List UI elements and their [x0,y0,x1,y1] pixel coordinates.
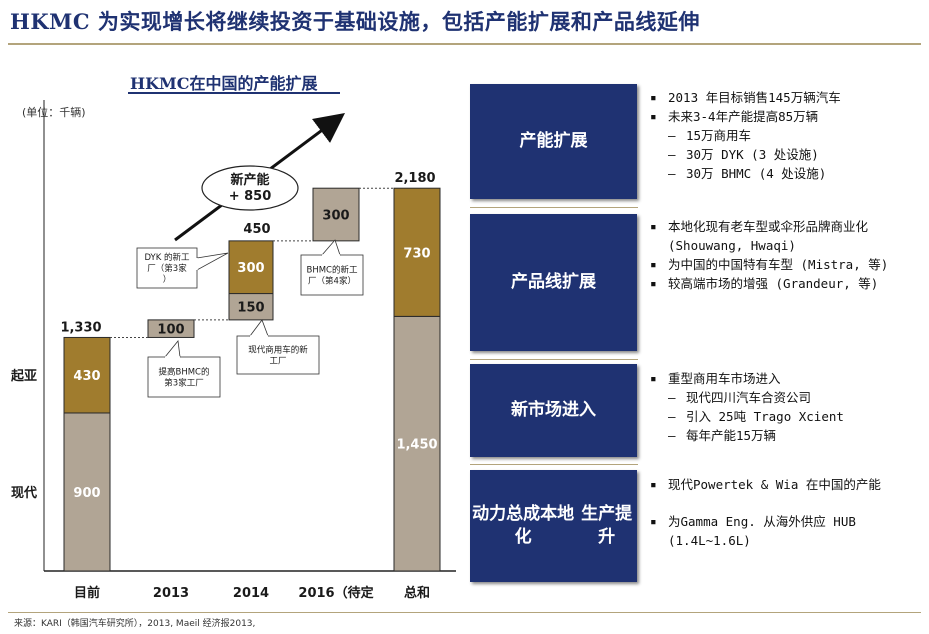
bullet-item: 2013 年目标销售145万辆汽车 [648,88,926,107]
strategy-bullets-2: 重型商用车市场进入现代四川汽车合资公司引入 25吨 Trago Xcient每年… [648,369,926,445]
x-tick-1: 2013 [153,586,189,601]
callout-pointer-3 [321,239,341,256]
new-capacity-bubble [201,165,299,211]
strategy-box-2: 新市场进入 [470,364,637,457]
callout-box-1 [136,247,198,289]
unit-label: (单位：千辆) [22,106,86,119]
bar-total-0 [393,315,441,572]
chart-title: HKMC在中国的产能扩展 [130,74,318,93]
callout-line-2-1: 工厂 [269,357,286,367]
strategy-box-3: 动力总成本地化生产提升 [470,470,637,582]
strategy-label: 新市场进入 [511,400,596,421]
bar-label-current-1: 430 [73,369,100,384]
increment-label-0: 100 [157,323,184,338]
strategy-label: 动力总成本地化 [472,504,575,547]
increment-label-1: 150 [237,301,264,316]
bar-total-1 [393,187,441,317]
capacity-waterfall-chart: 900 现代 430 起亚 1,330 100 150 300 300 450 1,450 730 2,… [10,100,456,601]
increment-bar-3 [312,187,360,242]
x-tick-4: 总和 [404,585,430,601]
total-label-current: 1,330 [60,320,101,335]
callout-box-0 [147,356,221,398]
sub-bullet-item: 每年产能15万辆 [648,426,926,445]
strategy-label: 生产提升 [581,504,633,547]
new-capacity-label: 新产能 [230,172,269,188]
chart-title-underline [128,92,340,94]
callout-line-0-0: 提高BHMC的 [159,367,210,378]
series-label-1: 起亚 [10,368,37,384]
source-note: 来源：KARI（韩国汽车研究所），2013, Maeil 经济报2013, [14,619,256,629]
strategy-bullets-3: 现代Powertek & Wia 在中国的产能为Gamma Eng. 从海外供应… [648,475,926,550]
increment-bar-0 [147,319,195,338]
strategy-divider-1 [470,359,638,360]
strategy-box-1: 产品线扩展 [470,214,637,351]
bar-current-1 [63,336,111,414]
bullet-item: 重型商用车市场进入 [648,369,926,388]
bullet-item: 未来3-4年产能提高85万辆 [648,107,926,126]
sub-bullet-item: 30万 BHMC (4 处设施) [648,164,926,183]
strategy-bullets-0: 2013 年目标销售145万辆汽车未来3-4年产能提高85万辆15万商用车30万… [648,88,926,183]
total-label-2014: 450 [243,222,270,237]
page-title: HKMC 为实现增长将继续投资于基础设施，包括产能扩展和产品线延伸 [10,9,700,34]
increment-label-3: 300 [322,209,349,224]
bullet-item: 为中国的中国特有车型 (Mistra, 等) [648,255,926,274]
title-divider [8,43,921,45]
callout-pointer-1 [196,252,229,271]
strategy-divider-2 [470,464,638,465]
bullet-item: 本地化现有老车型或伞形品牌商业化 (Shouwang, Hwaqi) [648,217,926,255]
callout-line-3-0: BHMC的新工 [307,265,358,276]
sub-bullet-item: 30万 DYK (3 处设施) [648,145,926,164]
sub-bullet-item: 现代四川汽车合资公司 [648,388,926,407]
bullet-item: 较高端市场的增强 (Grandeur, 等) [648,274,926,293]
new-capacity-value: + 850 [229,189,272,204]
series-label-0: 现代 [11,485,37,501]
sub-bullet-item: 15万商用车 [648,126,926,145]
callout-line-1-2: ） [163,274,172,285]
callout-line-0-1: 第3家工厂 [164,378,203,389]
x-tick-0: 目前 [74,585,100,601]
callout-line-2-0: 现代商用车的新 [248,345,308,356]
x-tick-3: 2016（待定 [298,585,373,601]
bar-label-total-1: 730 [403,246,430,261]
callout-box-3 [300,254,364,296]
total-label-overall: 2,180 [394,171,435,186]
bar-label-current-0: 900 [73,486,100,501]
strategy-box-0: 产能扩展 [470,84,637,199]
strategy-label: 产能扩展 [519,131,588,152]
x-tick-2: 2014 [233,586,269,601]
callout-pointer-0 [164,340,181,358]
bullet-item: 为Gamma Eng. 从海外供应 HUB (1.4L~1.6L) [648,512,926,550]
callout-box-2 [236,335,320,375]
bar-label-total-0: 1,450 [396,438,437,453]
increment-label-2: 300 [237,261,264,276]
strategy-divider-0 [470,207,638,208]
strategy-bullets-1: 本地化现有老车型或伞形品牌商业化 (Shouwang, Hwaqi)为中国的中国… [648,217,926,293]
sub-bullet-item: 引入 25吨 Trago Xcient [648,407,926,426]
strategy-label: 产品线扩展 [511,272,596,293]
callout-pointer-2 [249,319,269,337]
bullet-item: 现代Powertek & Wia 在中国的产能 [648,475,926,494]
increment-bar-2 [228,240,274,295]
callout-line-1-1: 厂（第3家 [147,263,187,274]
bar-current-0 [63,412,111,572]
callout-line-1-0: DYK 的新工 [144,252,190,263]
footer-divider [8,612,921,613]
callout-line-3-1: 厂（第4家） [308,276,356,287]
